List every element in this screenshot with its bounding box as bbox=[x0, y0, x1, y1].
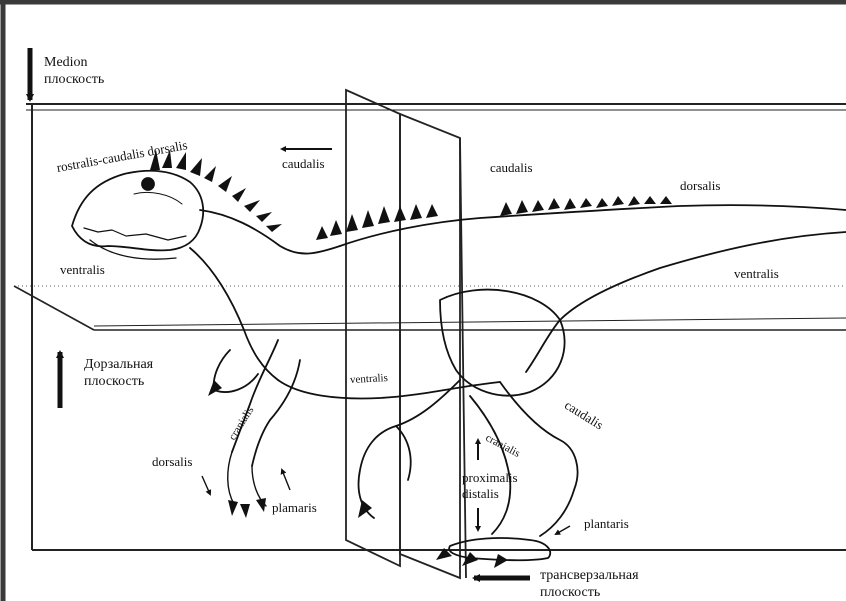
median-plane-label-line2: плоскость bbox=[44, 71, 104, 88]
ventralis-tail-label: ventralis bbox=[734, 266, 779, 281]
plantaris-label: plantaris bbox=[584, 516, 629, 531]
dorsal-plane-label-line2: плоскость bbox=[84, 373, 153, 390]
ventralis-body-label: ventralis bbox=[350, 371, 389, 388]
ventralis-head-label: ventralis bbox=[60, 262, 105, 277]
distalis-label: distalis bbox=[462, 486, 499, 501]
transverse-plane-label-line2: плоскость bbox=[540, 584, 639, 601]
median-plane-label-line1: Medion bbox=[44, 54, 104, 71]
dinosaur-body bbox=[72, 171, 846, 561]
transverse-plane-label: трансверзальная плоскость bbox=[540, 567, 639, 601]
transverse-plane-label-line1: трансверзальная bbox=[540, 567, 639, 584]
caudalis-arrow-label: caudalis bbox=[282, 156, 325, 171]
median-plane-label: Medion плоскость bbox=[44, 54, 104, 88]
dorsal-plane bbox=[14, 286, 846, 330]
caudalis-top-label: caudalis bbox=[490, 160, 533, 175]
plamaris-label: plamaris bbox=[272, 500, 317, 515]
proximalis-label: proximalis bbox=[462, 470, 518, 485]
dorsal-plane-label-line1: Дорзальная bbox=[84, 356, 153, 373]
dorsal-plane-label: Дорзальная плоскость bbox=[84, 356, 153, 390]
dorsalis-hand-label: dorsalis bbox=[152, 454, 192, 469]
dorsalis-tail-label: dorsalis bbox=[680, 178, 720, 193]
